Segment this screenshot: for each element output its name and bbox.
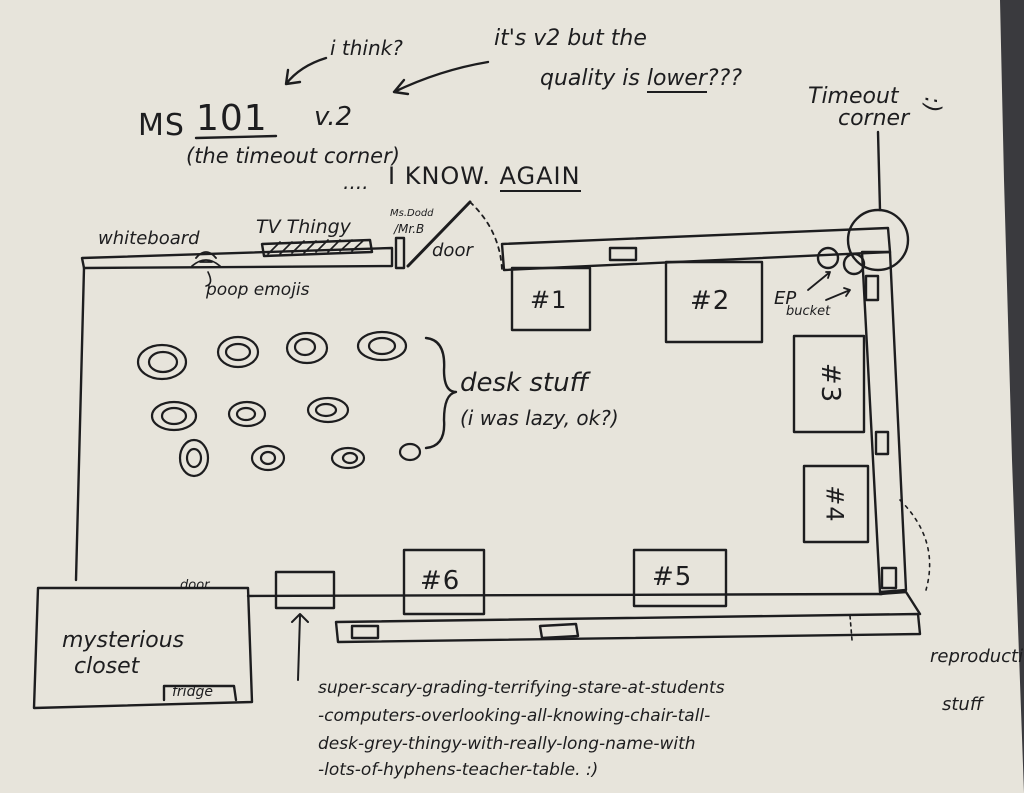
fridge-box [162,684,238,702]
front-door-label: door [432,240,473,261]
i-know-prefix: I KNOW. [388,162,491,190]
quality-note-line1: it's v2 but the [494,26,647,51]
reproductive-line2: stuff [942,694,983,715]
reproductive-line1: reproductive [930,646,1024,667]
title-number: 101 [196,98,268,139]
bottom-right-outlet [880,566,898,590]
table-1-label: #1 [530,286,568,314]
table-6-box [402,548,486,616]
ep-bucket-1 [816,246,840,270]
teacher-note-line1: super-scary-grading-terrifying-stare-at-… [318,678,725,698]
bottom-counter-sink-2 [538,622,580,640]
right-counter-outlet-2 [864,274,880,302]
timeout-corner-pointer [876,130,882,212]
think-arrow [284,56,328,86]
table-2-label: #2 [690,286,731,316]
timeout-corner-line2: corner [838,106,910,131]
desk-scribbles [136,330,422,478]
table-3-box [792,334,866,434]
door-jamb [394,236,406,270]
desk-stuff-note: (i was lazy, ok?) [460,406,619,430]
table-4-label: #4 [820,485,849,523]
quality-note-line2: quality is lower??? [540,66,743,93]
title-number-underline [194,134,278,140]
table-1-box [510,266,592,332]
tv-label: TV Thingy [256,216,351,238]
quality-note-lower: lower [646,66,707,93]
closet-label-line2: closet [74,654,140,679]
timeout-corner-line1: Timeout [808,84,899,109]
table-3-label: #3 [815,362,846,404]
i-know-dots-icon: ···· [342,176,368,200]
title-version: v.2 [314,102,353,132]
timeout-corner-circle [846,208,910,272]
mr-b-label: /Mr.B [394,222,425,236]
bucket-label: bucket [786,304,831,319]
top-counter-sink [608,246,638,262]
ep-arrow-2 [825,287,851,301]
quality-note-middle: quality is [540,66,640,91]
tv-hatching [267,239,365,255]
teacher-note-line2: -computers-overlooking-all-knowing-chair… [318,706,711,726]
table-6-label: #6 [420,566,461,596]
table-5-box [632,548,728,608]
ep-arrow-1 [807,271,831,291]
whiteboard-strip [80,246,394,270]
closet-box [32,586,254,710]
corner-join [878,590,922,616]
whiteboard-label: whiteboard [98,228,200,249]
table-4-box [802,464,870,544]
poop-label: poop emojis [206,280,310,300]
teacher-table-arrow [291,613,309,681]
tv-block [260,238,374,258]
ep-label: EP [774,288,797,309]
teacher-table-box [274,570,336,610]
closet-label-line1: mysterious [62,628,185,653]
timeout-smiley: :) [919,96,945,113]
title-room: MS [138,108,185,143]
poop-pointer [205,271,212,287]
door-swing [469,201,503,271]
title-subtitle: (the timeout corner) [186,144,400,168]
table-5-label: #5 [652,562,693,592]
ms-dodd-label: Ms.Dodd [390,208,434,219]
door-front [406,200,472,268]
teacher-note-line3: desk-grey-thingy-with-really-long-name-w… [318,734,696,754]
right-counter [860,250,908,594]
quality-note-suffix: ??? [706,66,743,91]
bottom-counter-sink-1 [350,624,380,640]
desk-stuff-brace [424,336,458,450]
bottom-wall [246,592,884,598]
teacher-note-line4: -lots-of-hyphens-teacher-table. :) [318,760,599,780]
bottom-counter [334,612,922,644]
fridge-label: fridge [172,684,213,700]
i-know-again: AGAIN [499,162,581,192]
quality-arrow [392,60,490,96]
side-door-swing [899,499,931,591]
right-counter-outlet-1 [874,430,890,456]
desk-stuff-label: desk stuff [460,368,589,398]
ep-bucket-2 [842,252,866,276]
table-2-box [664,260,764,344]
poop-emoji-icon [191,251,221,267]
closet-door-label: door [180,578,210,593]
left-wall [74,266,86,582]
think-note: i think? [330,36,403,60]
i-know-again-line: I KNOW. AGAIN [388,162,581,192]
